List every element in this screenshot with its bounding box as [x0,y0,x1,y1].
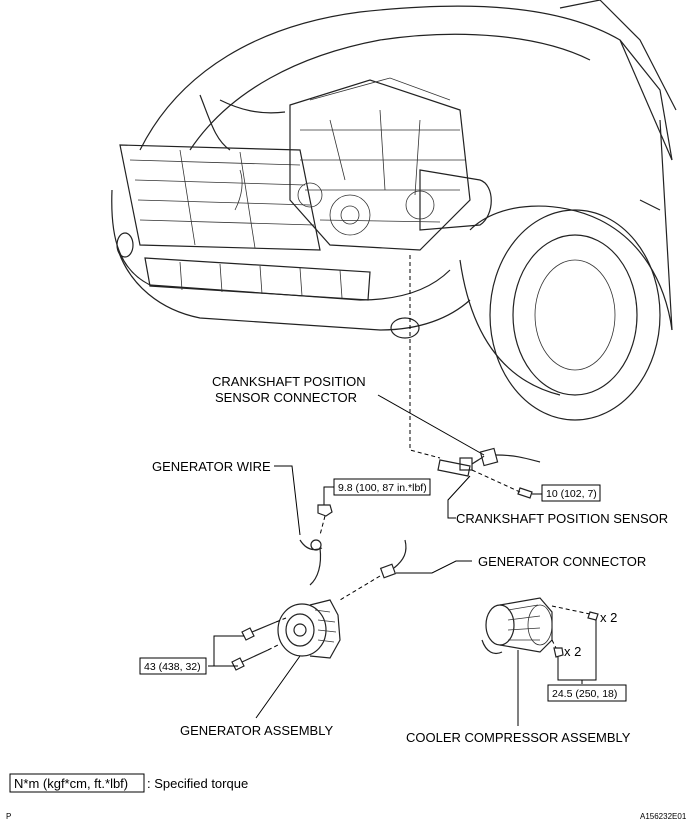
crankshaft-sensor-bolt [517,487,542,499]
torque-legend: N*m (kgf*cm, ft.*lbf) : Specified torque [9,773,248,793]
generator-torque-box [139,657,207,675]
compressor-nut [553,647,564,658]
generator-connector-part [379,539,407,579]
generator-wire-callouts: GENERATOR WIRE 9.8 (100, 87 in.*lbf) [152,459,431,586]
figure-id: A156232E01 [640,812,687,821]
generator-wire-torque: 9.8 (100, 87 in.*lbf) [338,482,427,494]
crankshaft-sensor-part [437,455,485,477]
compressor-torque-box [547,684,627,702]
legend-unit: N*m (kgf*cm, ft.*lbf) [14,776,128,791]
legend-description: : Specified torque [147,776,248,791]
corner-letter: P [6,812,11,821]
crankshaft-sensor-label: CRANKSHAFT POSITION SENSOR [456,511,668,526]
crankshaft-sensor-torque: 10 (102, 7) [546,488,597,500]
generator-bolt-upper [241,621,277,641]
compressor-assembly-label: COOLER COMPRESSOR ASSEMBLY [406,730,631,745]
generator-torque: 43 (438, 32) [144,661,201,673]
crankshaft-sensor-callouts: CRANKSHAFT POSITION SENSOR CONNECTOR 10 … [212,374,668,526]
generator-bolt-lower [231,649,269,671]
crankshaft-connector-label-line2: SENSOR CONNECTOR [215,390,357,405]
crankshaft-connector-label-line1: CRANKSHAFT POSITION [212,374,366,389]
generator-wire-nut [317,504,333,517]
compressor-nut-qty: x 2 [564,644,581,659]
generator-connector-label: GENERATOR CONNECTOR [478,554,646,569]
generator-connector-callouts: GENERATOR CONNECTOR [339,539,646,601]
generator-wire-label: GENERATOR WIRE [152,459,271,474]
compressor-torque: 24.5 (250, 18) [552,688,617,700]
compressor-bolt [587,611,599,621]
compressor-part [481,597,553,655]
compressor-bolt-qty: x 2 [600,610,617,625]
generator-wire-part [299,539,323,586]
vehicle-front-illustration [111,0,677,459]
crankshaft-connector-part [479,447,541,467]
compressor-callouts: x 2 x 2 24.5 (250, 18) COOLER COMPRESSOR… [406,597,631,745]
generator-assembly-callouts: 43 (438, 32) GENERATOR ASSEMBLY [139,599,341,738]
legend-unit-box [9,773,145,793]
generator-assembly-label: GENERATOR ASSEMBLY [180,723,333,738]
crankshaft-sensor-torque-box [541,484,601,502]
generator-assembly-part [277,599,341,659]
